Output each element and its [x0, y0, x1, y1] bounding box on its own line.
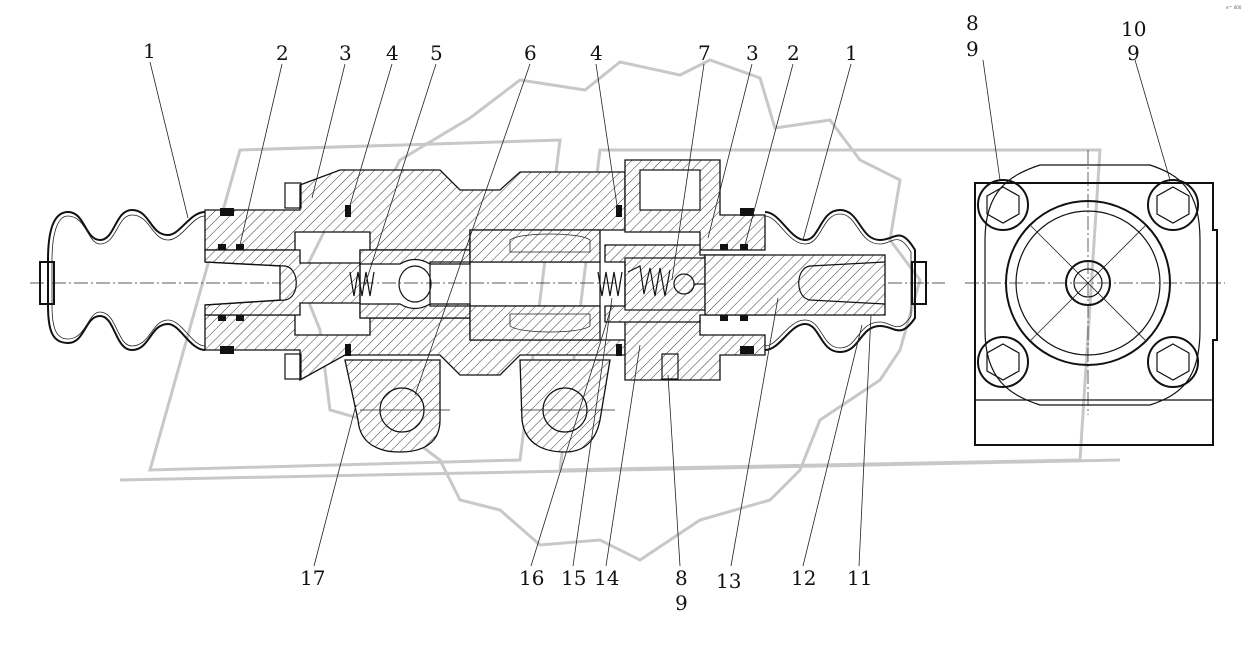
side-view	[965, 150, 1225, 446]
callout-12: 12	[791, 566, 816, 590]
valve-body	[204, 159, 766, 453]
callout-9-top-a: 9	[966, 37, 979, 61]
callout-3-left: 3	[339, 41, 352, 65]
callout-5: 5	[430, 41, 443, 65]
callout-4-right: 4	[590, 41, 603, 65]
callout-7: 7	[698, 41, 711, 65]
callout-11: 11	[847, 566, 872, 590]
callout-1-right: 1	[845, 41, 858, 65]
callout-2-right: 2	[787, 41, 800, 65]
callout-1-left: 1	[143, 39, 156, 63]
leader-lines	[149, 59, 1171, 567]
centre-rod	[429, 229, 601, 341]
callout-2-left: 2	[276, 41, 289, 65]
callout-numbers: 1 2 3 4 5 6 4 7 3 2 1 8 9 10 9 17 16 15 …	[143, 11, 1146, 615]
left-piston	[204, 249, 471, 319]
callout-16: 16	[519, 566, 544, 590]
callout-3-right: 3	[746, 41, 759, 65]
callout-13: 13	[716, 569, 741, 593]
callout-14: 14	[594, 566, 619, 590]
left-boot	[39, 208, 206, 352]
springs	[349, 271, 623, 297]
corner-mark: e™ 000	[1226, 5, 1242, 10]
callout-10: 10	[1121, 17, 1146, 41]
callout-9-top-b: 9	[1127, 41, 1140, 65]
callout-4-left: 4	[386, 41, 399, 65]
callout-8-top: 8	[966, 11, 979, 35]
callout-8-bottom: 8	[675, 566, 688, 590]
callout-6: 6	[524, 41, 537, 65]
right-piston	[604, 244, 886, 323]
callout-17: 17	[300, 566, 325, 590]
callout-9-bottom: 9	[675, 591, 688, 615]
right-boot	[764, 208, 927, 354]
callout-15: 15	[561, 566, 586, 590]
